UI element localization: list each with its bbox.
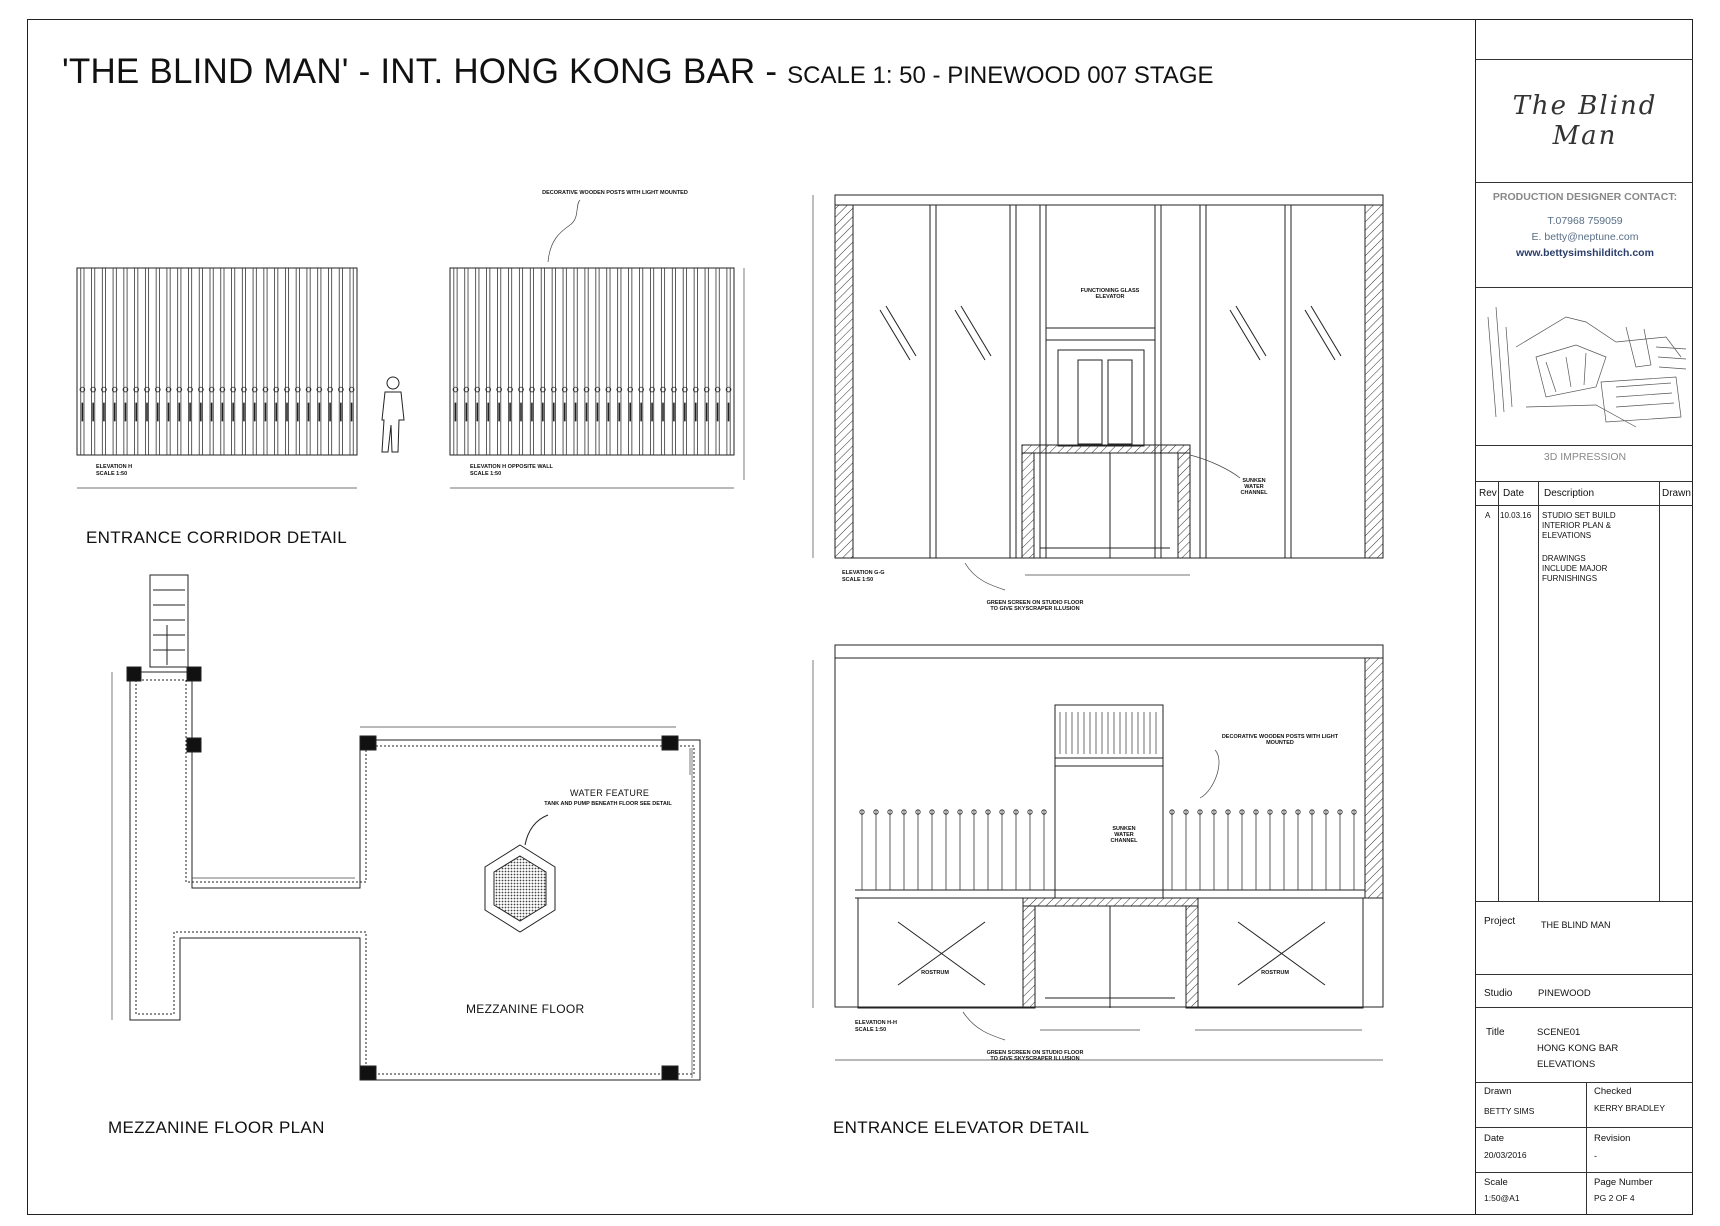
mezzanine-floor-text: MEZZANINE FLOOR [466,1002,585,1016]
elevation-gg-scale: SCALE 1:50 [842,577,874,583]
elevator-hh-dimensions [812,660,1383,1061]
drawn-header: Drawn [1662,488,1691,499]
checked-label: Checked [1594,1086,1632,1097]
drawn-value: BETTY SIMS [1484,1106,1535,1116]
scale-label: Scale [1484,1177,1508,1188]
elevator-gg-dimensions [812,195,1241,591]
elevator-detail-label: ENTRANCE ELEVATOR DETAIL [833,1118,1090,1137]
corridor-elevation-right [449,267,735,456]
title-value-1: SCENE01 [1537,1027,1581,1038]
date-value: 20/03/2016 [1484,1150,1527,1160]
rostrum-left: ROSTRUM [921,970,949,976]
rev-header: Rev [1479,488,1497,499]
title-value-3: ELEVATIONS [1537,1059,1596,1070]
title-label: Title [1486,1027,1505,1038]
elevation-opposite-scale: SCALE 1:50 [470,471,502,477]
project-label: Project [1484,916,1516,927]
rostrum-right: ROSTRUM [1261,970,1289,976]
elevation-gg-tag: ELEVATION G-G [842,570,885,576]
elevator-elevation-hh [834,644,1384,1009]
revision-label: Revision [1594,1133,1631,1144]
3d-impression-sketch [1487,306,1687,428]
sheet-title-scale: SCALE 1: 50 - PINEWOOD 007 STAGE [787,62,1214,89]
elevation-h-scale: SCALE 1:50 [96,471,128,477]
elevator-elevation-gg [834,194,1384,559]
rev-description-2: DRAWINGS INCLUDE MAJOR FURNISHINGS [1542,554,1608,583]
elevation-opposite-tag: ELEVATION H OPPOSITE WALL [470,464,553,470]
sunken-channel-note-hh: SUNKEN WATER CHANNEL [1110,826,1138,844]
sheet-title: 'THE BLIND MAN' - INT. HONG KONG BAR - S… [62,52,1214,92]
studio-value: PINEWOOD [1538,988,1591,999]
elevation-hh-scale: SCALE 1:50 [855,1027,887,1033]
elevation-h-tag: ELEVATION H [96,464,133,470]
contact-email: E. betty@neptune.com [1531,231,1639,243]
elevation-hh-tag: ELEVATION H-H [855,1020,897,1026]
revision-value: - [1594,1151,1597,1161]
rev-description-1: STUDIO SET BUILD INTERIOR PLAN & ELEVATI… [1542,511,1616,540]
figure-silhouette [381,376,405,453]
green-screen-note-gg: GREEN SCREEN ON STUDIO FLOOR TO GIVE SKY… [986,600,1084,612]
title-value-2: HONG KONG BAR [1537,1043,1619,1054]
date-label: Date [1484,1133,1505,1144]
mezzanine-dimensions [111,672,693,1078]
date-header: Date [1503,488,1525,499]
rev-date-value: 10.03.16 [1500,511,1532,520]
contact-website: www.bettysimshilditch.com [1516,247,1654,259]
wooden-posts-note: DECORATIVE WOODEN POSTS WITH LIGHT MOUNT… [542,190,688,196]
water-feature-label: WATER FEATURE [570,788,650,798]
contact-heading: PRODUCTION DESIGNER CONTACT: [1492,191,1678,203]
mezzanine-plan-label: MEZZANINE FLOOR PLAN [108,1118,325,1137]
brand-logo: The Blind Man [1512,91,1658,151]
rev-value: A [1485,511,1491,520]
green-screen-note-hh: GREEN SCREEN ON STUDIO FLOOR TO GIVE SKY… [986,1050,1084,1062]
page-number-label: Page Number [1594,1177,1653,1188]
sunken-channel-note-gg: SUNKEN WATER CHANNEL [1240,478,1268,496]
contact-phone: T.07968 759059 [1547,215,1623,227]
description-header: Description [1544,488,1595,499]
water-feature-note: TANK AND PUMP BENEATH FLOOR SEE DETAIL [544,801,672,807]
glass-elevator-note: FUNCTIONING GLASS ELEVATOR [1080,288,1140,300]
scale-value: 1:50@A1 [1484,1193,1520,1203]
checked-value: KERRY BRADLEY [1594,1103,1666,1113]
wooden-posts-note-hh: DECORATIVE WOODEN POSTS WITH LIGHT MOUNT… [1221,734,1339,746]
drawing-sheet-border [27,19,1693,1215]
studio-label: Studio [1484,988,1513,999]
sheet-title-main: 'THE BLIND MAN' - INT. HONG KONG BAR - [62,52,788,91]
corridor-dimension-lines [77,199,745,489]
corridor-elevation-left [76,267,358,456]
corridor-detail-label: ENTRANCE CORRIDOR DETAIL [86,528,347,547]
mezzanine-floor-plan [126,574,701,1081]
page-number-value: PG 2 OF 4 [1594,1193,1635,1203]
project-value: THE BLIND MAN [1541,920,1611,930]
drawn-label: Drawn [1484,1086,1512,1097]
title-block: The Blind Man PRODUCTION DESIGNER CONTAC… [1475,19,1693,1215]
impression-label: 3D IMPRESSION [1543,451,1627,463]
